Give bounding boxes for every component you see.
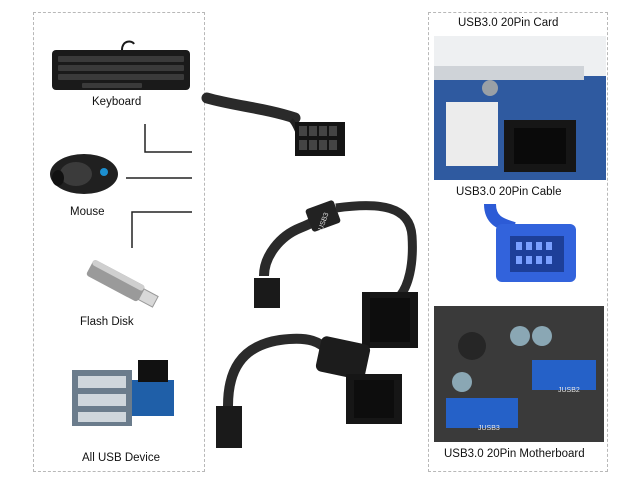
cable-label: USB3.0 20Pin Cable [456,186,562,198]
board-print-jusb3: JUSB3 [478,425,500,432]
right-header-panel [428,12,608,472]
mouse-label: Mouse [70,206,105,218]
left-device-panel [33,12,205,472]
motherboard-image: JUSB3 JUSB2 [434,306,604,442]
motherboard-label: USB3.0 20Pin Motherboard [444,448,585,460]
usb-device-image [72,360,174,426]
adapter-cable-main-image: USB3 [254,200,418,348]
usb3-card-image [434,36,606,180]
card-label: USB3.0 20Pin Card [458,17,559,29]
flash-disk-image [86,260,159,308]
adapter-cable-second-image [216,333,402,448]
mouse-image [50,154,118,194]
usb3-cable-image [484,203,576,282]
usb-device-label: All USB Device [82,452,160,464]
flash-disk-label: Flash Disk [80,316,134,328]
board-print-jusb2: JUSB2 [558,387,580,394]
keyboard-label: Keyboard [92,96,142,108]
keyboard-image [52,40,190,90]
usb2-header-cable-image [201,92,345,156]
